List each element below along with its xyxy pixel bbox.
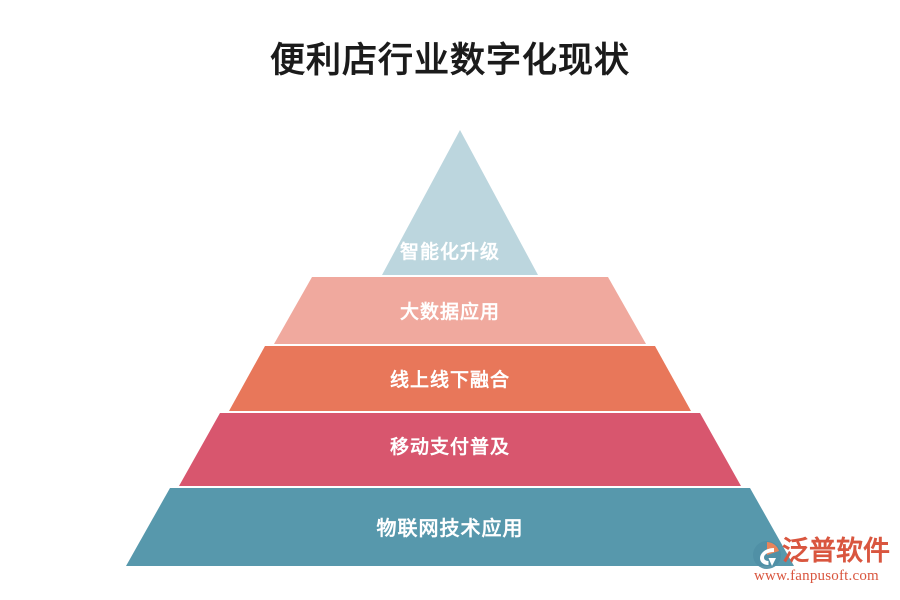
pyramid-layer-4-mobile-payment[interactable] — [179, 413, 741, 486]
watermark-brand-text: 泛普软件 — [782, 536, 890, 567]
watermark-url-text: www.fanpusoft.com — [754, 568, 879, 584]
watermark-logo: 泛普软件 www.fanpusoft.com — [750, 534, 890, 592]
fanpu-swoosh-logo-icon — [753, 541, 781, 569]
pyramid-layer-1-smart-upgrade[interactable] — [382, 130, 538, 275]
pyramid-layer-5-iot-tech[interactable] — [126, 488, 794, 566]
pyramid-layer-2-big-data[interactable] — [274, 277, 646, 344]
page-title: 便利店行业数字化现状 — [269, 41, 630, 80]
pyramid-layer-3-online-offline[interactable] — [229, 346, 691, 411]
